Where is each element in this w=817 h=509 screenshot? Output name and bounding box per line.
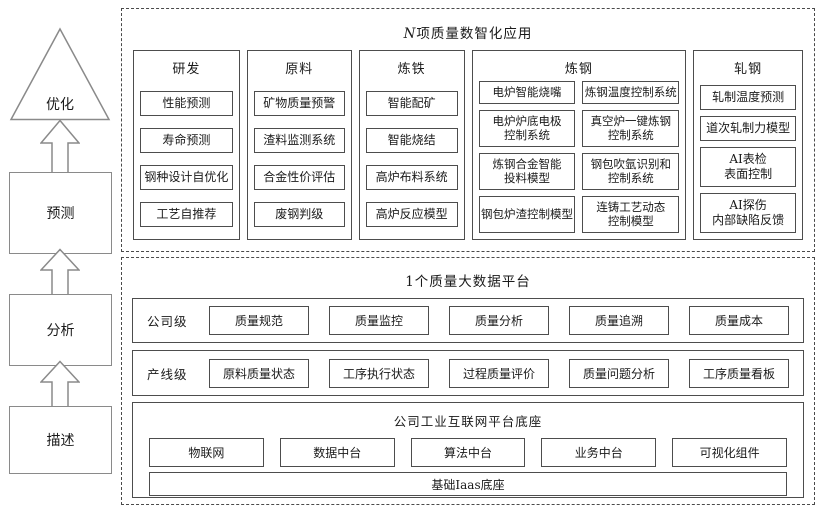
- applications-title: N项质量数智化应用: [122, 22, 814, 42]
- line-level-row: 产线级 原料质量状态 工序执行状态 过程质量评价 质量问题分析 工序质量看板: [132, 350, 804, 396]
- app-item: 电炉智能烧嘴: [478, 81, 576, 104]
- platform-item: 原料质量状态: [209, 358, 309, 388]
- company-level-row: 公司级 质量规范 质量监控 质量分析 质量追溯 质量成本: [132, 298, 804, 343]
- column-items: 性能预测 寿命预测 钢种设计自优化 工艺自推荐: [134, 79, 239, 239]
- app-item: 高炉反应模型: [365, 202, 458, 227]
- up-arrow-icon: [40, 119, 80, 175]
- app-item: 钢包炉渣控制模型: [478, 195, 576, 233]
- app-item: 炼钢合金智能 投料模型: [478, 152, 576, 190]
- column-header: 研发: [172, 62, 201, 77]
- row-items: 质量规范 质量监控 质量分析 质量追溯 质量成本: [199, 306, 799, 335]
- applications-title-n: N: [403, 26, 417, 42]
- app-column-raw-material: 原料 矿物质量预警 渣料监测系统 合金性价评估 废钢判级: [246, 50, 352, 240]
- column-items: 轧制温度预测 道次轧制力模型 AI表检 表面控制 AI探伤 内部缺陷反馈: [694, 79, 802, 239]
- app-item: 工艺自推荐: [140, 202, 233, 227]
- app-item: 钢种设计自优化: [140, 165, 233, 190]
- column-header: 轧钢: [734, 62, 763, 77]
- base-items: 物联网 数据中台 算法中台 业务中台 可视化组件: [141, 438, 795, 467]
- applications-title-rest: 项质量数智化应用: [416, 26, 533, 42]
- app-item: 道次轧制力模型: [700, 116, 796, 141]
- app-column-rolling: 轧钢 轧制温度预测 道次轧制力模型 AI表检 表面控制 AI探伤 内部缺陷反馈: [693, 50, 803, 240]
- app-item: 智能烧结: [365, 128, 458, 153]
- platform-item: 过程质量评价: [449, 358, 549, 388]
- app-item: 钢包吹氩识别和 控制系统: [582, 152, 680, 190]
- industrial-internet-base: 公司工业互联网平台底座 物联网 数据中台 算法中台 业务中台 可视化组件 基础I…: [132, 402, 804, 498]
- column-items: 矿物质量预警 渣料监测系统 合金性价评估 废钢判级: [248, 79, 351, 239]
- app-column-rnd: 研发 性能预测 寿命预测 钢种设计自优化 工艺自推荐: [133, 50, 240, 240]
- app-item: 寿命预测: [140, 128, 233, 153]
- column-items: 智能配矿 智能烧结 高炉布料系统 高炉反应模型: [360, 79, 464, 239]
- base-item: 物联网: [149, 438, 264, 467]
- app-item: AI表检 表面控制: [700, 147, 796, 187]
- up-arrow-icon: [40, 360, 80, 410]
- applications-panel: N项质量数智化应用 研发 性能预测 寿命预测 钢种设计自优化 工艺自推荐 原料 …: [121, 8, 815, 252]
- base-item: 数据中台: [279, 438, 395, 467]
- app-item: 渣料监测系统: [253, 128, 345, 153]
- pyramid-label-predict: 预测: [46, 206, 75, 222]
- row-items: 原料质量状态 工序执行状态 过程质量评价 质量问题分析 工序质量看板: [199, 358, 799, 388]
- pyramid-level-predict: 预测: [9, 172, 112, 254]
- platform-item: 工序执行状态: [329, 358, 429, 388]
- pyramid-label-describe: 描述: [46, 433, 75, 449]
- iaas-base-bar: 基础Iaas底座: [149, 472, 787, 496]
- base-item: 算法中台: [410, 438, 526, 467]
- data-platform-title: 1个质量大数据平台: [405, 274, 531, 290]
- data-platform-panel: 1个质量大数据平台 公司级 质量规范 质量监控 质量分析 质量追溯 质量成本 产…: [121, 257, 815, 505]
- pyramid-label-optimize: 优化: [46, 97, 74, 113]
- column-header: 原料: [285, 62, 314, 77]
- row-label: 公司级: [147, 314, 188, 329]
- platform-item: 质量监控: [329, 306, 429, 335]
- app-column-steelmaking: 炼钢 电炉智能烧嘴 炼钢温度控制系统 电炉炉底电极 控制系统 真空炉一键炼钢 控…: [471, 50, 687, 240]
- pyramid-label-analyze: 分析: [46, 323, 75, 339]
- app-item: AI探伤 内部缺陷反馈: [700, 193, 796, 233]
- app-item: 矿物质量预警: [253, 91, 345, 116]
- platform-item: 工序质量看板: [689, 358, 789, 388]
- app-item: 真空炉一键炼钢 控制系统: [582, 109, 680, 147]
- app-item: 智能配矿: [365, 91, 458, 116]
- column-items: 电炉智能烧嘴 炼钢温度控制系统 电炉炉底电极 控制系统 真空炉一键炼钢 控制系统…: [478, 81, 680, 233]
- app-item: 炼钢温度控制系统: [582, 81, 680, 104]
- platform-item: 质量追溯: [569, 306, 669, 335]
- pyramid-level-describe: 描述: [9, 406, 112, 474]
- platform-item: 质量问题分析: [569, 358, 669, 388]
- app-item: 轧制温度预测: [700, 85, 796, 110]
- app-item: 高炉布料系统: [365, 165, 458, 190]
- up-arrow-icon: [40, 248, 80, 298]
- application-columns: 研发 性能预测 寿命预测 钢种设计自优化 工艺自推荐 原料 矿物质量预警 渣料监…: [133, 50, 803, 240]
- column-header: 炼铁: [397, 62, 426, 77]
- app-item: 性能预测: [140, 91, 233, 116]
- app-item: 废钢判级: [253, 202, 345, 227]
- column-header: 炼钢: [564, 62, 593, 77]
- app-item: 连铸工艺动态 控制模型: [582, 195, 680, 233]
- app-item: 合金性价评估: [253, 165, 345, 190]
- app-column-ironmaking: 炼铁 智能配矿 智能烧结 高炉布料系统 高炉反应模型: [358, 50, 465, 240]
- app-item: 电炉炉底电极 控制系统: [478, 109, 576, 147]
- platform-item: 质量成本: [689, 306, 789, 335]
- pyramid-level-optimize: 优化: [8, 26, 112, 122]
- platform-item: 质量规范: [209, 306, 309, 335]
- base-title: 公司工业互联网平台底座: [393, 414, 543, 429]
- base-item: 业务中台: [541, 438, 657, 467]
- base-item: 可视化组件: [672, 438, 787, 467]
- pyramid-level-analyze: 分析: [9, 294, 112, 366]
- row-label: 产线级: [147, 366, 188, 382]
- platform-item: 质量分析: [449, 306, 549, 335]
